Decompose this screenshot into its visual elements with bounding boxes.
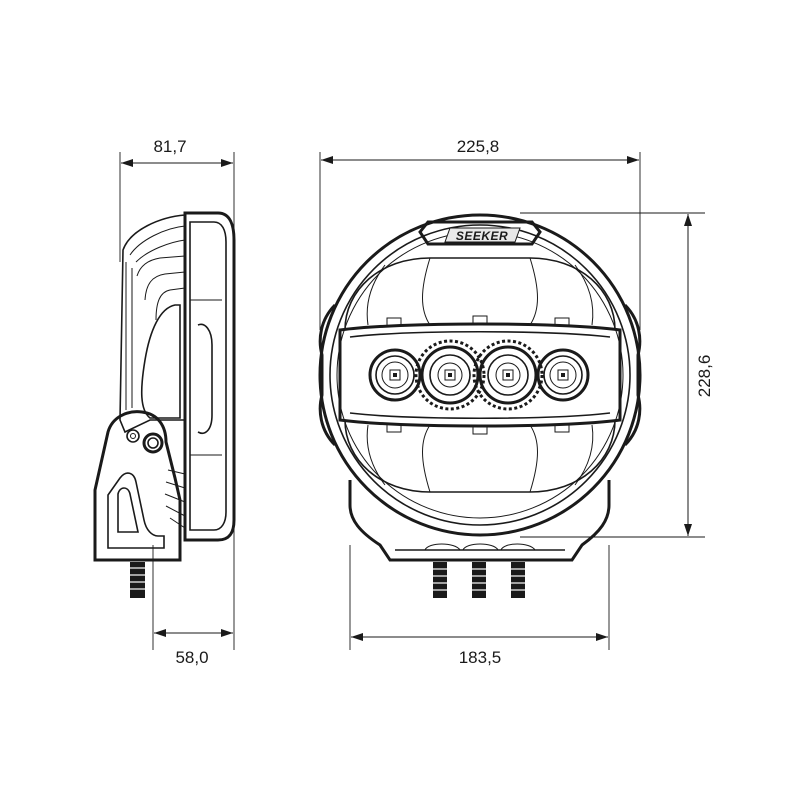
bracket-bolt-lower <box>142 432 164 454</box>
front-width-label: 225,8 <box>457 137 500 156</box>
bracket-bolt-upper <box>126 429 140 443</box>
logo-text: SEEKER <box>456 229 508 243</box>
led-center-right <box>472 339 544 411</box>
led-right <box>536 348 590 402</box>
bracket-depth-label: 58,0 <box>175 648 208 667</box>
outer-housing <box>318 213 642 537</box>
side-depth-label: 81,7 <box>153 137 186 156</box>
front-view: SEEKER <box>318 152 705 650</box>
led-center-left <box>414 339 486 411</box>
front-height-label: 228,6 <box>695 355 714 398</box>
bracket-width-label: 183,5 <box>459 648 502 667</box>
front-bracket <box>348 480 611 562</box>
front-mounting-studs <box>433 562 525 598</box>
side-view <box>93 152 236 650</box>
mounting-bracket <box>93 410 182 562</box>
logo-badge <box>418 220 542 246</box>
led-bar-frame <box>338 322 622 428</box>
led-left <box>368 348 422 402</box>
